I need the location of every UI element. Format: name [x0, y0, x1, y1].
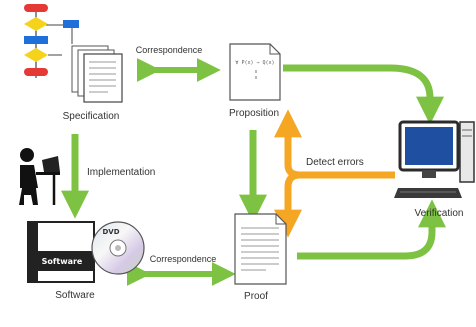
arrow-proposition-to-verification	[283, 64, 444, 125]
implementation-label: Implementation	[87, 167, 155, 178]
person-at-desk-icon	[19, 148, 60, 205]
arrow-detect-errors-down	[274, 171, 302, 238]
correspondence-bottom-label: Correspondence	[150, 254, 217, 264]
proof-label: Proof	[244, 291, 268, 302]
flowchart-icon	[24, 4, 79, 78]
proposition-document-icon: ∀ P(x) ⇒ Q(x)	[229, 43, 281, 101]
proposition-formula: ∀ P(x) ⇒ Q(x)	[235, 60, 274, 66]
detect-errors-label: Detect errors	[306, 157, 364, 168]
software-box-icon: Software	[27, 221, 95, 283]
proposition-label: Proposition	[229, 108, 279, 119]
arrow-proof-to-verification	[297, 199, 446, 260]
correspondence-top-label: Correspondence	[136, 45, 203, 55]
disc-label: DVD	[102, 228, 119, 236]
disc-icon: DVD	[91, 221, 145, 275]
specification-documents-icon	[71, 45, 123, 103]
software-box-label: Software	[42, 257, 83, 266]
proof-document-icon	[234, 213, 287, 285]
verification-label: Verification	[415, 208, 464, 219]
computer-icon	[394, 120, 475, 198]
specification-label: Specification	[63, 111, 120, 122]
software-label: Software	[55, 290, 95, 301]
